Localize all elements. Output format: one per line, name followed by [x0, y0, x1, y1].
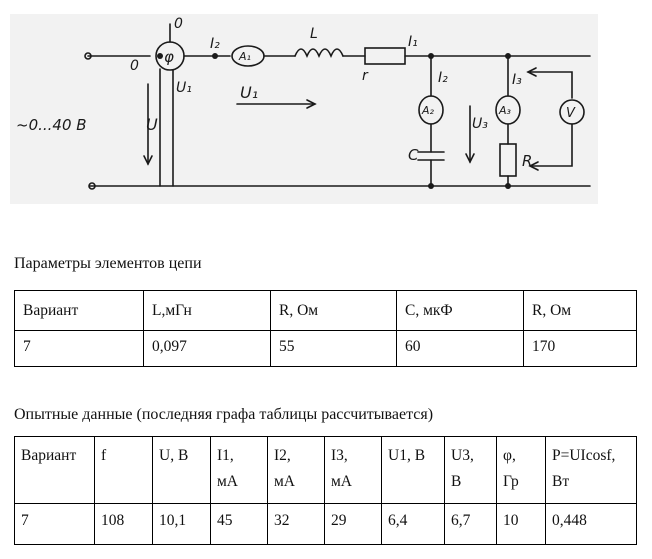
- exp-header-cell: U3,В: [444, 436, 497, 504]
- params-header-cell: R, Ом: [270, 290, 397, 331]
- experiment-header-row: Вариант f U, В I1,мА I2,мА I3,мА U1, В U…: [14, 436, 637, 504]
- experiment-data-row: 7 108 10,1 45 32 29 6,4 6,7 10 0,448: [14, 503, 637, 545]
- exp-header-cell: I1,мА: [210, 436, 268, 504]
- label-v: V: [566, 106, 576, 121]
- exp-header-cell: f: [94, 436, 153, 504]
- exp-cell: 108: [94, 503, 153, 545]
- inductor-symbol: [294, 48, 344, 59]
- params-table: Вариант L,мГн R, Ом C, мкФ R, Ом 7 0,097…: [14, 290, 637, 367]
- params-cell: 170: [523, 330, 637, 367]
- label-i2-right: I₂: [438, 70, 448, 86]
- label-a1: A₁: [238, 50, 251, 63]
- exp-header-cell: U1, В: [381, 436, 445, 504]
- params-header-cell: Вариант: [14, 290, 144, 331]
- exp-header-cell: U, В: [152, 436, 211, 504]
- exp-header-cell: I3,мА: [324, 436, 382, 504]
- label-r-small: r: [362, 68, 369, 84]
- exp-cell: 45: [210, 503, 268, 545]
- exp-header-cell: P=UIcosf,Вт: [545, 436, 637, 504]
- exp-cell: 0,448: [545, 503, 637, 545]
- params-header-cell: C, мкФ: [396, 290, 524, 331]
- label-u1-big: U₁: [240, 83, 258, 102]
- label-phi: φ: [164, 48, 174, 66]
- label-source: ~0...40 B: [16, 116, 87, 134]
- label-u3: U₃: [472, 116, 488, 132]
- label-l: L: [310, 26, 318, 42]
- exp-header-cell: I2,мА: [267, 436, 325, 504]
- exp-cell: 10,1: [152, 503, 211, 545]
- label-a3: A₃: [498, 104, 512, 117]
- params-data-row: 7 0,097 55 60 170: [14, 330, 637, 367]
- exp-header-cell: φ,Гр: [496, 436, 546, 504]
- label-i1: I₁: [408, 34, 418, 50]
- circuit-sketch: 0 0 φ I₂ A₁ L r I₁ U₁ U₁ U ~0...40 B I₂ …: [10, 14, 598, 204]
- label-u: U: [146, 115, 158, 134]
- exp-cell: 32: [267, 503, 325, 545]
- exp-cell: 7: [14, 503, 95, 545]
- label-i2-top: I₂: [210, 36, 220, 52]
- experiment-table: Вариант f U, В I1,мА I2,мА I3,мА U1, В U…: [14, 436, 637, 545]
- exp-cell: 6,7: [444, 503, 497, 545]
- params-cell: 0,097: [143, 330, 271, 367]
- params-header-cell: R, Ом: [523, 290, 637, 331]
- label-u1-small: U₁: [176, 80, 192, 96]
- label-c: C: [408, 146, 419, 164]
- label-a2: A₂: [421, 104, 435, 117]
- exp-cell: 6,4: [381, 503, 445, 545]
- params-cell: 55: [270, 330, 397, 367]
- label-i3: I₃: [512, 72, 522, 88]
- params-caption: Параметры элементов цепи: [14, 255, 202, 272]
- label-zero-left: 0: [130, 58, 139, 74]
- params-header-row: Вариант L,мГн R, Ом C, мкФ R, Ом: [14, 290, 637, 331]
- exp-header-cell: Вариант: [14, 436, 95, 504]
- params-cell: 7: [14, 330, 144, 367]
- exp-cell: 10: [496, 503, 546, 545]
- exp-cell: 29: [324, 503, 382, 545]
- params-header-cell: L,мГн: [143, 290, 271, 331]
- params-cell: 60: [396, 330, 524, 367]
- label-zero-top: 0: [174, 16, 183, 32]
- experiment-caption: Опытные данные (последняя графа таблицы …: [14, 406, 434, 423]
- label-r-big: R: [522, 152, 532, 170]
